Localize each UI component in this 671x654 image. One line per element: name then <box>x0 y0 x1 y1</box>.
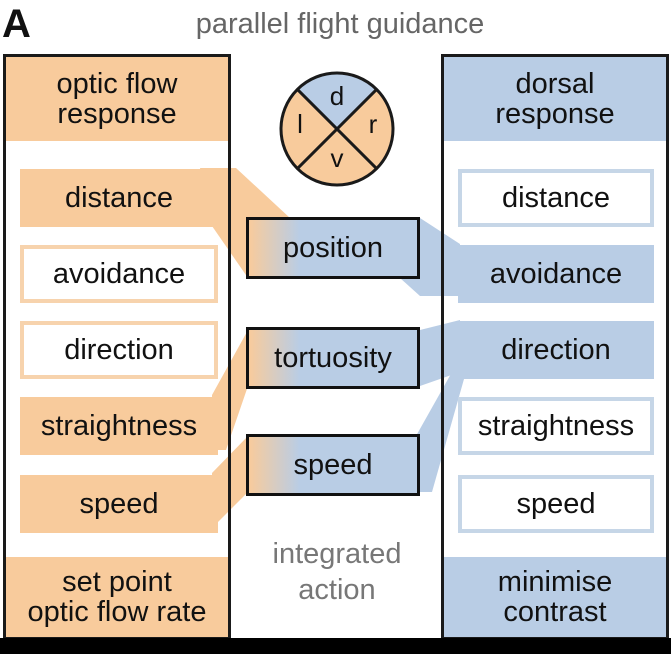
left-item-straightness-label: straightness <box>40 410 198 442</box>
left-footer: set point optic flow rate <box>6 557 228 637</box>
left-item-speed-label: speed <box>79 488 159 520</box>
left-footer-line-2: optic flow rate <box>27 596 207 628</box>
right-column: dorsal response distance avoidance direc… <box>441 54 669 640</box>
output-speed: speed <box>246 434 420 496</box>
compass-label-left: l <box>297 109 303 139</box>
left-item-distance: distance <box>20 169 218 227</box>
integrated-action-label: integrated action <box>232 536 442 608</box>
output-position-label: position <box>283 231 383 264</box>
right-header: dorsal response <box>444 57 666 141</box>
left-item-direction-label: direction <box>64 334 174 366</box>
output-position: position <box>246 217 420 279</box>
right-footer-line-1: minimise <box>497 566 613 598</box>
left-item-avoidance-label: avoidance <box>52 258 186 290</box>
left-item-speed: speed <box>20 475 218 533</box>
compass-label-right: r <box>369 109 378 139</box>
right-footer-line-2: contrast <box>503 596 607 628</box>
left-header-line-2: response <box>57 98 177 130</box>
integrated-line-2: action <box>298 574 376 606</box>
left-item-direction: direction <box>20 321 218 379</box>
output-speed-label: speed <box>293 448 373 481</box>
left-header: optic flow response <box>6 57 228 141</box>
output-tortuosity: tortuosity <box>246 327 420 389</box>
right-item-distance: distance <box>458 169 654 227</box>
right-header-line-1: dorsal <box>515 68 595 100</box>
compass-label-bottom: v <box>331 143 344 173</box>
right-item-distance-label: distance <box>501 182 610 214</box>
right-item-avoidance: avoidance <box>458 245 654 303</box>
compass-label-top: d <box>330 81 344 111</box>
left-header-line-1: optic flow <box>56 68 178 100</box>
left-item-avoidance: avoidance <box>20 245 218 303</box>
integrated-line-1: integrated <box>272 538 402 570</box>
orientation-compass: d l r v <box>279 71 395 187</box>
left-footer-line-1: set point <box>62 566 172 598</box>
right-item-direction-label: direction <box>501 334 611 366</box>
right-header-line-2: response <box>495 98 615 130</box>
left-column: optic flow response distance avoidance d… <box>3 54 231 640</box>
left-item-straightness: straightness <box>20 397 218 455</box>
right-item-avoidance-label: avoidance <box>489 258 623 290</box>
right-item-speed-label: speed <box>516 488 596 520</box>
panel-label: A <box>2 2 31 46</box>
diagram-title: parallel flight guidance <box>195 8 485 40</box>
right-item-straightness: straightness <box>458 397 654 455</box>
right-item-direction: direction <box>458 321 654 379</box>
bottom-border-bar <box>0 638 671 654</box>
left-item-distance-label: distance <box>64 182 173 214</box>
right-item-speed: speed <box>458 475 654 533</box>
right-item-straightness-label: straightness <box>477 410 635 442</box>
right-footer: minimise contrast <box>444 557 666 637</box>
output-tortuosity-label: tortuosity <box>274 341 392 374</box>
